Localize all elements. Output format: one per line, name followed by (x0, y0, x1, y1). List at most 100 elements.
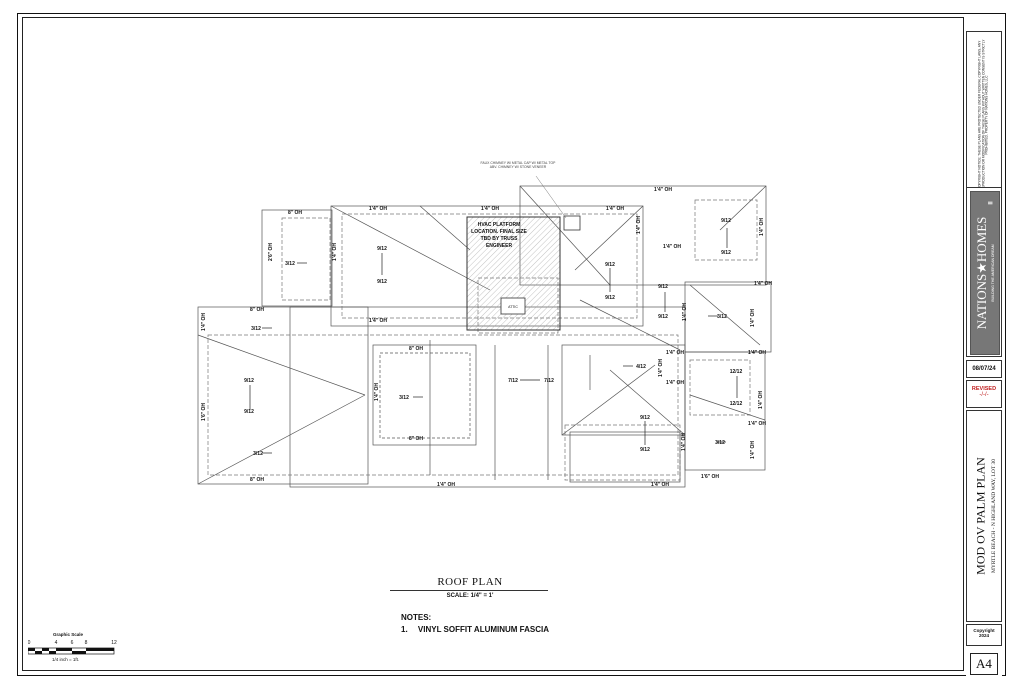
oh-label: 1'6" OH (701, 474, 719, 480)
pitch-label: 12/12 (730, 401, 743, 407)
pitch-label: 12/12 (730, 369, 743, 375)
drawing-title-underline (390, 590, 548, 591)
wall-line-upper-left (281, 217, 331, 301)
oh-label: 1'4" OH (481, 206, 499, 212)
oh-label-vertical: 1'4" OH (636, 216, 642, 234)
note-item: 1. VINYL SOFFIT ALUMINUM FASCIA (401, 625, 549, 634)
sheet-number: A4 (976, 656, 992, 671)
roof-outline-main (289, 306, 686, 488)
note-text: VINYL SOFFIT ALUMINUM FASCIA (417, 625, 550, 634)
sheet-number-box: A4 (970, 653, 998, 675)
hvac-label-line: TBD BY TRUSS (481, 236, 519, 242)
copyright-notice: COPYRIGHT NOTICE: THESE PLANS ARE PROTEC… (977, 39, 989, 191)
copyright-notice-cell: COPYRIGHT NOTICE: THESE PLANS ARE PROTEC… (966, 31, 1002, 199)
copyright-label: Copyright (973, 628, 995, 633)
hvac-label-line: HVAC PLATFORM (478, 222, 521, 228)
plan-name: MOD OV PALM PLAN (973, 457, 988, 575)
scale-tick: 0 (28, 640, 31, 646)
wall-line-right (694, 199, 758, 261)
pitch-label: 7/12 (544, 378, 554, 384)
pitch-label: 9/12 (377, 246, 387, 252)
hvac-label-line: ENGINEER (486, 243, 513, 249)
oh-label: 1'4" OH (748, 350, 766, 356)
wall-line-mid (689, 359, 751, 416)
plan-address: MYRTLE BEACH - N HIGHLAND WAY, LOT 30 (991, 458, 998, 574)
oh-label: 1'4" OH (651, 482, 669, 488)
issue-date: 08/07/24 (972, 366, 996, 372)
oh-label: 8" OH (250, 477, 264, 483)
oh-label-vertical: 1'4" OH (750, 309, 756, 327)
scale-tick: 8 (85, 640, 88, 646)
date-cell: 08/07/24 (966, 360, 1002, 378)
company-logo-cell: NATIONS★HOMES BUILDING THE AMERICAN DREA… (966, 187, 1002, 357)
notes-block: NOTES: 1. VINYL SOFFIT ALUMINUM FASCIA (401, 613, 549, 634)
roof-outline-right-mid (684, 281, 772, 353)
pitch-label: 9/12 (658, 284, 668, 290)
pitch-label: 9/12 (658, 314, 668, 320)
pitch-label: 3/12 (717, 314, 727, 320)
note-number: 1. (401, 625, 408, 634)
revised-cell: REVISED -/-/- (966, 380, 1002, 408)
oh-label: 1'4" OH (369, 206, 387, 212)
scale-tick: 12 (111, 640, 117, 646)
scale-tick: 4 (55, 640, 58, 646)
oh-label-vertical: 1'6" OH (201, 403, 207, 421)
wall-line-main (207, 334, 679, 476)
attic-access (500, 297, 526, 315)
copyright-year: 2024 (978, 633, 989, 638)
drawing-area (22, 17, 964, 671)
pitch-label: 9/12 (605, 295, 615, 301)
plan-name-cell: MOD OV PALM PLAN MYRTLE BEACH - N HIGHLA… (966, 410, 1002, 622)
scale-tick: 6 (71, 640, 74, 646)
pitch-label: 3/12 (251, 326, 261, 332)
pitch-label: 9/12 (640, 415, 650, 421)
pitch-label: 3/12 (253, 451, 263, 457)
pitch-label: 7/12 (508, 378, 518, 384)
roof-section-center-left (372, 344, 477, 446)
notes-heading: NOTES: (401, 613, 432, 622)
oh-label: 8" OH (409, 346, 423, 352)
pitch-label: 9/12 (244, 409, 254, 415)
pitch-label: 3/12 (399, 395, 409, 401)
hvac-label-line: LOCATION. FINAL SIZE (471, 229, 527, 235)
oh-label: 1'4" OH (666, 350, 684, 356)
pitch-label: 9/12 (605, 262, 615, 268)
oh-label-vertical: 1'4" OH (682, 303, 688, 321)
roof-section-right-center (561, 344, 686, 436)
roof-outline-upper-left (261, 209, 333, 307)
oh-label: 8" OH (409, 436, 423, 442)
pitch-label: 9/12 (377, 279, 387, 285)
oh-label: 1'4" OH (663, 244, 681, 250)
sheet-number-cell: A4 (966, 650, 1002, 680)
graphic-scale-footer: 1/4 inch = 1ft. (52, 657, 80, 662)
attic-label: ATTIC (508, 305, 518, 309)
drawing-scale: SCALE: 1/4" = 1' (446, 593, 494, 599)
oh-label-vertical: 1'4" OH (374, 383, 380, 401)
oh-label: 1'4" OH (369, 318, 387, 324)
company-suffix: II (988, 201, 995, 205)
oh-label-vertical: 1'4" OH (332, 243, 338, 261)
pitch-label: 9/12 (721, 218, 731, 224)
graphic-scale-label: Graphic Scale (53, 632, 84, 637)
faux-chimney (563, 215, 581, 231)
oh-label: 1'4" OH (666, 380, 684, 386)
pitch-label: 3/12 (715, 440, 725, 446)
oh-label-vertical: 1'4" OH (759, 218, 765, 236)
oh-label: 1'4" OH (754, 281, 772, 287)
company-name: NATIONS★HOMES (974, 216, 990, 330)
oh-label: 1'4" OH (606, 206, 624, 212)
oh-label-vertical: 2'6" OH (268, 243, 274, 261)
copyright-cell: Copyright 2024 (966, 624, 1002, 646)
pitch-label: 9/12 (640, 447, 650, 453)
company-tagline: BUILDING THE AMERICAN DREAM (990, 244, 995, 302)
company-logo: NATIONS★HOMES BUILDING THE AMERICAN DREA… (970, 191, 1000, 355)
oh-label: 1'4" OH (437, 482, 455, 488)
revised-label: REVISED (971, 386, 997, 392)
oh-label-vertical: 1'4" OH (201, 313, 207, 331)
wall-line-lower-right (564, 424, 681, 481)
roof-section-center-left-inner (379, 352, 471, 439)
graphic-scale: Graphic Scale 0 4 6 8 12 1/4 inch = 1ft. (28, 632, 118, 667)
chimney-callout: FAUX CHIMNEY W/ METAL CAP W/ METAL TOP A… (480, 161, 556, 169)
oh-label-vertical: 1'4" OH (750, 441, 756, 459)
